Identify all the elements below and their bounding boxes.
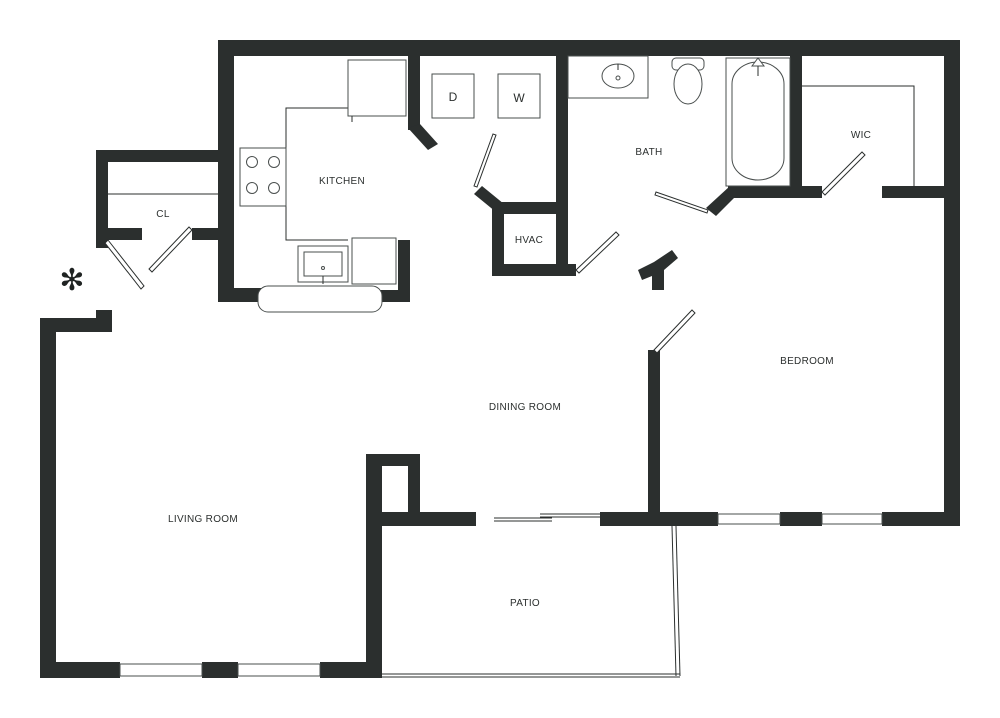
room-label-living: LIVING ROOM <box>168 514 238 525</box>
kitchen-counter-outline <box>285 107 348 241</box>
wall-living-bottom-left <box>40 662 120 678</box>
wall-bottom-seg2 <box>780 512 822 526</box>
wall-closet-bottom-left <box>96 228 142 240</box>
wall-laundry-angle <box>408 124 438 150</box>
toilet-bowl <box>673 63 703 105</box>
closet-door-left <box>104 239 145 290</box>
wic-shelf <box>802 85 915 186</box>
wall-bath-bottom <box>728 186 822 198</box>
patio-right-edge-2 <box>675 525 681 677</box>
bathtub-basin <box>731 61 785 181</box>
entry-marker-icon: ✻ <box>59 263 84 298</box>
room-label-patio: PATIO <box>510 598 540 609</box>
room-label-dining: DINING ROOM <box>489 402 561 413</box>
room-label-bath: BATH <box>635 147 662 158</box>
laundry: D W <box>431 73 541 119</box>
windows <box>119 513 883 677</box>
wall-living-top <box>40 318 112 332</box>
window-bedroom-2 <box>821 513 883 525</box>
wall-pillar-right <box>408 454 420 526</box>
room-label-closet: CL <box>156 209 170 220</box>
wall-hvac-top <box>492 202 566 214</box>
kitchen-sink-basin <box>303 251 343 277</box>
wall-living-left <box>40 318 56 678</box>
room-label-kitchen: KITCHEN <box>319 176 365 187</box>
bath-fixtures <box>567 55 791 187</box>
wic-door <box>821 151 866 196</box>
window-living-1 <box>119 663 203 677</box>
wall-bedroom-left <box>648 350 660 526</box>
room-label-bedroom: BEDROOM <box>780 356 834 367</box>
stove <box>239 147 287 207</box>
wall-hvac-left <box>492 202 504 276</box>
wall-kitchen-right-bottom <box>380 290 410 302</box>
stove-burner-2 <box>268 156 280 168</box>
laundry-door <box>473 133 497 188</box>
wall-kitchen-left <box>218 40 234 302</box>
washer-label: W <box>513 91 525 105</box>
wall-closet-bottom-right <box>192 228 234 240</box>
room-labels: KITCHEN CL BATH WIC HVAC DINING ROOM BED… <box>156 130 871 609</box>
refrigerator <box>347 59 407 117</box>
window-living-2 <box>237 663 321 677</box>
bedroom-door <box>653 309 696 354</box>
dishwasher <box>351 237 397 285</box>
room-label-hvac: HVAC <box>515 235 543 246</box>
dryer-label: D <box>449 90 458 104</box>
wall-laundry-right <box>556 56 568 276</box>
stove-burner-1 <box>246 156 258 168</box>
patio-outline <box>382 525 681 678</box>
window-bedroom-1 <box>717 513 781 525</box>
wall-kitchen-right-stub <box>398 240 410 302</box>
breakfast-bar <box>257 285 383 313</box>
wall-laundry-left <box>408 56 420 130</box>
stove-burner-4 <box>268 182 280 194</box>
wall-bottom-seg3 <box>882 512 960 526</box>
dryer <box>431 73 475 119</box>
wall-patio-top-left <box>366 512 476 526</box>
wall-top <box>218 40 960 56</box>
room-label-wic: WIC <box>851 130 871 141</box>
column-post <box>638 250 678 290</box>
wall-living-right <box>366 454 382 678</box>
washer <box>497 73 541 119</box>
bath-door <box>654 191 709 214</box>
closet-door-right <box>148 226 193 273</box>
kitchen-fixtures <box>239 59 407 313</box>
wall-right <box>944 40 960 526</box>
wall-pillar-top <box>366 454 420 466</box>
bath-sink-drain <box>615 75 621 81</box>
wall-bottom-seg1 <box>600 512 718 526</box>
doors <box>104 133 866 354</box>
wall-living-bottom-mid <box>202 662 238 678</box>
kitchen-sink-drain <box>321 266 325 270</box>
hvac-door <box>575 231 620 274</box>
wall-kitchen-bottom <box>218 288 262 302</box>
wall-closet-left <box>96 150 108 248</box>
wall-bedroom-top <box>882 186 960 198</box>
wall-hvac-bottom <box>492 264 576 276</box>
walls <box>40 40 960 678</box>
wall-bath-tub-right <box>790 56 802 198</box>
stove-burner-3 <box>246 182 258 194</box>
wall-closet-top <box>96 150 234 162</box>
patio-right-edge <box>671 525 677 677</box>
